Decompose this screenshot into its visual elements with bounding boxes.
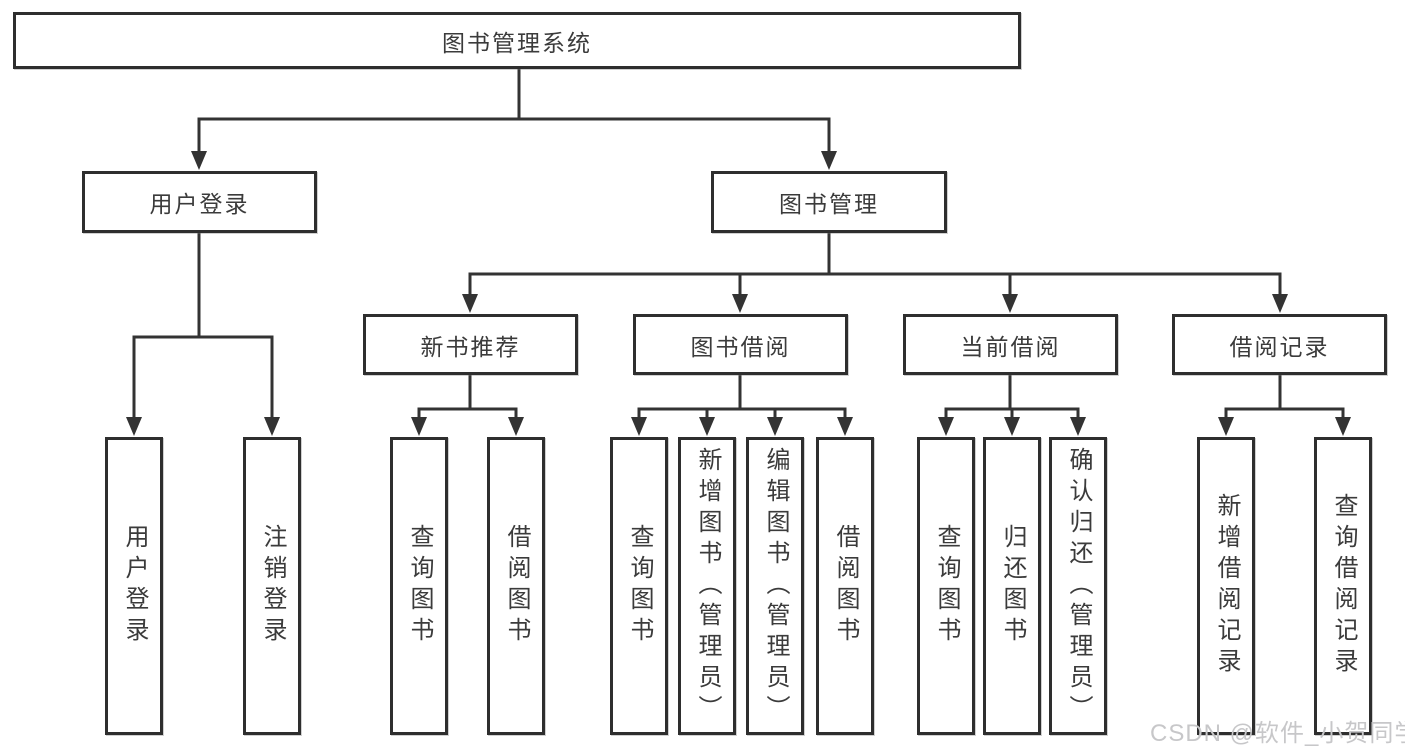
leaf-query-books-recommend: 查询图书 <box>390 437 448 735</box>
leaf-label: 查询借阅记录 <box>1330 493 1357 679</box>
node-label: 新书推荐 <box>420 333 521 360</box>
leaf-label: 新增借阅记录 <box>1213 493 1240 679</box>
leaf-label: 新增图书（管理员） <box>694 446 721 726</box>
csdn-watermark: CSDN @软件_小贺同学 <box>1150 720 1405 747</box>
node-label: 图书管理系统 <box>442 29 592 56</box>
leaf-label: 借阅图书 <box>503 524 530 648</box>
arrowheads <box>126 151 1351 436</box>
node-label: 图书管理 <box>779 191 879 217</box>
leaf-label: 查询图书 <box>626 524 653 648</box>
node-label: 当前借阅 <box>960 333 1061 360</box>
node-label: 用户登录 <box>149 191 250 217</box>
leaf-logout: 注销登录 <box>243 437 301 735</box>
leaf-label: 归还图书 <box>999 524 1026 648</box>
leaf-label: 借阅图书 <box>832 524 859 648</box>
node-current-borrowing: 当前借阅 <box>903 314 1118 375</box>
node-user-login: 用户登录 <box>82 171 317 233</box>
leaf-add-book-admin: 新增图书（管理员） <box>678 437 736 735</box>
node-label: 借阅记录 <box>1229 333 1330 360</box>
leaf-query-books-borrowing: 查询图书 <box>610 437 668 735</box>
node-book-management: 图书管理 <box>711 171 947 233</box>
leaf-borrow-books-borrowing: 借阅图书 <box>816 437 874 735</box>
leaf-label: 编辑图书（管理员） <box>762 446 789 726</box>
node-new-book-recommend: 新书推荐 <box>363 314 578 375</box>
leaf-query-borrowing-record: 查询借阅记录 <box>1314 437 1372 735</box>
leaf-return-books: 归还图书 <box>983 437 1041 735</box>
leaf-label: 注销登录 <box>259 524 286 648</box>
node-library-management-system: 图书管理系统 <box>13 12 1021 69</box>
node-label: 图书借阅 <box>690 333 791 360</box>
node-book-borrowing: 图书借阅 <box>633 314 848 375</box>
leaf-borrow-books-recommend: 借阅图书 <box>487 437 545 735</box>
leaf-edit-book-admin: 编辑图书（管理员） <box>746 437 804 735</box>
leaf-label: 查询图书 <box>933 524 960 648</box>
node-borrowing-records: 借阅记录 <box>1172 314 1387 375</box>
leaf-confirm-return-admin: 确认归还（管理员） <box>1049 437 1107 735</box>
leaf-query-books-current: 查询图书 <box>917 437 975 735</box>
leaf-user-login: 用户登录 <box>105 437 163 735</box>
leaf-label: 用户登录 <box>121 524 148 648</box>
leaf-label: 查询图书 <box>406 524 433 648</box>
leaf-label: 确认归还（管理员） <box>1065 446 1092 726</box>
leaf-add-borrowing-record: 新增借阅记录 <box>1197 437 1255 735</box>
